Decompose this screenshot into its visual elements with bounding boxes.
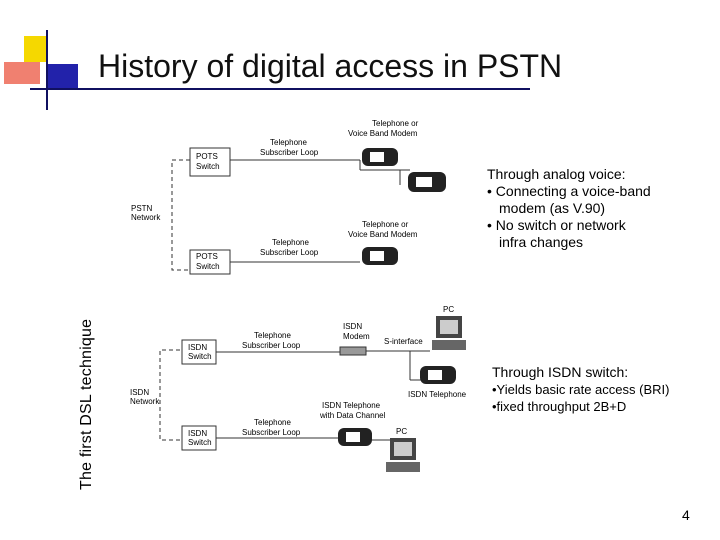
page-number: 4 [682,507,690,523]
pstn-network-boundary [171,159,190,271]
isdn-modem-icon [339,346,367,356]
horizontal-rule [30,88,530,90]
isdn-note-line: •Yields basic rate access (BRI) [492,382,670,397]
analog-note: Through analog voice: • Connecting a voi… [487,166,651,251]
pc-icon [432,316,466,350]
telephone-icon [408,172,446,192]
isdn-telephone-label: ISDN Telephone [408,390,467,399]
analog-note-line: modem (as V.90) [499,200,606,216]
pc-icon [386,438,420,472]
analog-note-line: • No switch or network [487,217,626,233]
isdn-note-line: •fixed throughput 2B+D [492,399,627,414]
isdn-note: Through ISDN switch: •Yields basic rate … [492,364,669,415]
telephone-icon [362,247,398,265]
pots-switch-bottom [189,249,231,275]
analog-note-line: • Connecting a voice-band [487,183,651,199]
vertical-rule [46,30,48,110]
pc-top-label: PC [443,305,454,314]
analog-note-line: infra changes [499,234,584,250]
isdn-note-heading: Through ISDN switch: [492,364,629,380]
telephone-icon [362,148,398,166]
isdn-network-boundary [159,349,180,441]
red-square [4,62,40,84]
yellow-square [24,36,48,62]
telephone-icon [338,428,372,446]
telephone-icon [420,366,456,384]
analog-note-heading: Through analog voice: [487,166,626,182]
blue-square [48,64,78,88]
pc-bottom-label: PC [396,427,407,436]
s-interface-label: S-interface [384,337,423,346]
page-title: History of digital access in PSTN [98,48,563,84]
pots-switch-top [189,147,231,177]
